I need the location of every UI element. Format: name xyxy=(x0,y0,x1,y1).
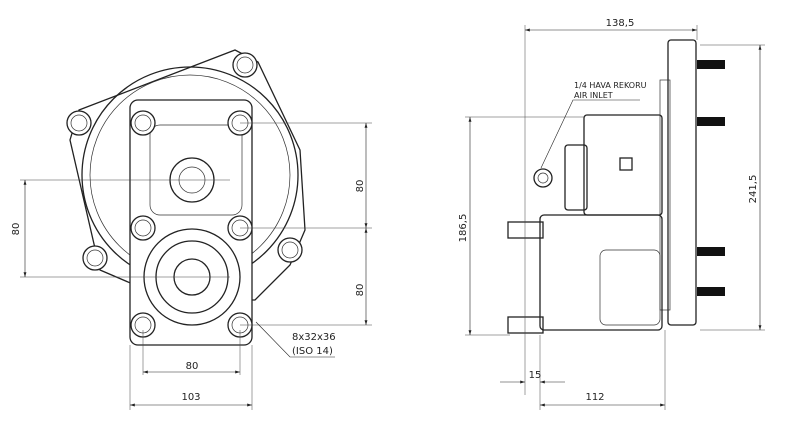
bolt-head xyxy=(130,110,156,136)
dim-bolt-spacing: 80 xyxy=(186,361,199,372)
plate-hub xyxy=(659,79,671,311)
air-inlet-leader-line xyxy=(540,99,640,169)
dim-body-height: 186,5 xyxy=(458,214,469,243)
bolt-head-inner xyxy=(236,56,254,74)
mounting-plate xyxy=(667,39,697,326)
stud xyxy=(697,287,725,296)
dim-right-upper-80: 80 xyxy=(355,180,366,193)
bolt-head xyxy=(66,110,92,136)
bolt-head-inner xyxy=(86,249,104,267)
bolt-head xyxy=(82,245,108,271)
side-view: 138,5 241,5 186,5 15 112 1/4 HAVA REKORU… xyxy=(458,18,765,410)
stud xyxy=(697,60,725,69)
lower-body xyxy=(539,214,663,331)
bolt-head-outer xyxy=(232,52,258,78)
dim-total-depth: 138,5 xyxy=(606,18,635,29)
bolt-head-inner xyxy=(281,241,299,259)
valve-block xyxy=(564,144,588,211)
bolt-head-outer xyxy=(82,245,108,271)
air-inlet-bore xyxy=(537,172,549,184)
dim-left-80: 80 xyxy=(11,223,22,236)
dim-right-lower-80: 80 xyxy=(355,284,366,297)
air-inlet-label-en: AIR INLET xyxy=(574,91,613,100)
bolt-head xyxy=(130,215,156,241)
pump-flange xyxy=(129,99,253,346)
bolt-head xyxy=(277,237,303,263)
front-view: 80 80 80 80 103 8x32x36 (ISO 14) xyxy=(11,49,372,410)
spline-leader-line xyxy=(255,321,335,358)
lower-bolt xyxy=(507,316,544,334)
air-inlet-fitting xyxy=(533,168,553,188)
bolt-head-outer xyxy=(130,215,156,241)
nameplate xyxy=(619,157,633,171)
upper-bolt xyxy=(507,221,544,239)
bolt-head-inner xyxy=(134,219,152,237)
bolt-head-inner xyxy=(134,114,152,132)
bolt-head-inner xyxy=(70,114,88,132)
lower-body-recess xyxy=(599,249,661,326)
dim-body-depth: 112 xyxy=(585,392,604,403)
dim-flange-width: 103 xyxy=(181,392,200,403)
dim-total-height: 241,5 xyxy=(748,175,759,204)
spline-spec: 8x32x36 xyxy=(292,332,336,343)
stud xyxy=(697,247,725,256)
bolt-head-outer xyxy=(130,110,156,136)
bolt-head xyxy=(232,52,258,78)
bolt-group xyxy=(66,52,303,338)
stud xyxy=(697,117,725,126)
dim-offset: 15 xyxy=(529,370,542,381)
upper-square-block xyxy=(149,124,243,216)
bolt-head-outer xyxy=(277,237,303,263)
bolt-head-outer xyxy=(66,110,92,136)
upper-body xyxy=(583,114,663,216)
air-inlet-label-tr: 1/4 HAVA REKORU xyxy=(574,81,647,90)
spline-standard: (ISO 14) xyxy=(292,346,333,357)
